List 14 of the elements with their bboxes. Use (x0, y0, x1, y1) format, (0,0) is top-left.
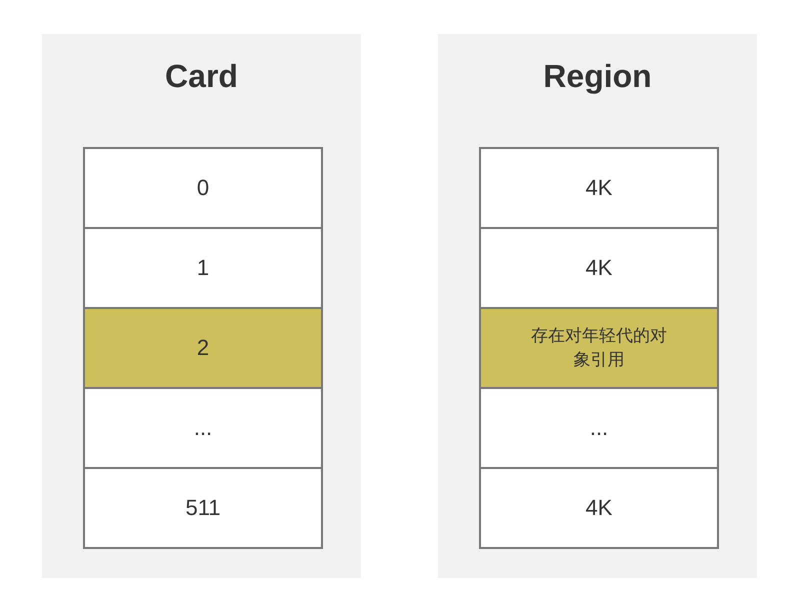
table-cell: 4K (479, 147, 719, 229)
panel (42, 34, 361, 578)
table-cell: 0 (83, 147, 323, 229)
panel (438, 34, 757, 578)
table-cell: 4K (479, 227, 719, 309)
panel-title: Card (164, 58, 239, 95)
table-cell: 1 (83, 227, 323, 309)
highlighted-cell: 2 (83, 307, 323, 389)
table-cell: ... (83, 387, 323, 469)
table-cell: 4K (479, 467, 719, 549)
panel-title: Region (542, 58, 653, 95)
highlighted-cell: 存在对年轻代的对象引用 (479, 307, 719, 389)
table-cell: ... (479, 387, 719, 469)
table-cell: 511 (83, 467, 323, 549)
